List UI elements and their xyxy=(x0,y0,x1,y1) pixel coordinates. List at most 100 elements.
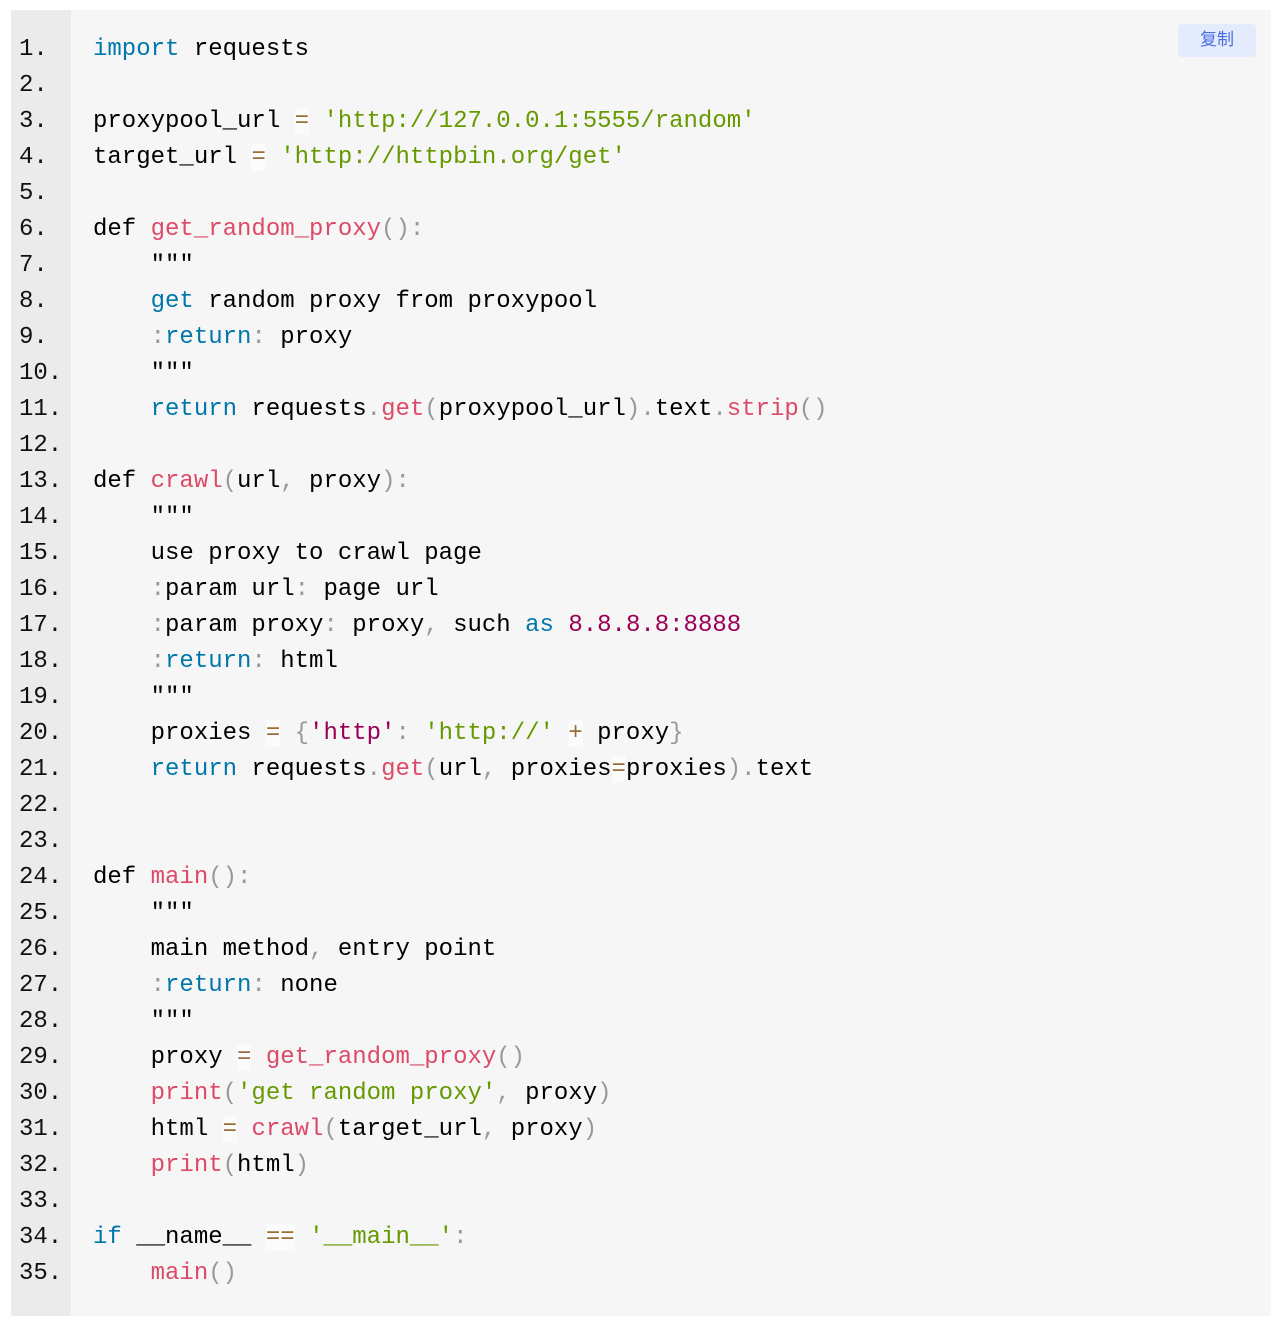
token-punctuation: () xyxy=(381,216,410,243)
code-source: main method, entry point xyxy=(93,932,497,968)
token-code-text xyxy=(309,108,323,135)
token-punctuation: : xyxy=(323,612,338,639)
code-line: 12. xyxy=(11,428,1271,464)
code-source: print(html) xyxy=(93,1148,309,1184)
token-punctuation: ( xyxy=(222,1152,238,1179)
token-function-name: print xyxy=(150,1152,223,1179)
token-code-text xyxy=(93,648,151,675)
line-number: 26. xyxy=(19,936,63,963)
code-line: 6.def get_random_proxy(): xyxy=(11,212,1271,248)
line-number: 27. xyxy=(19,972,63,999)
token-code-text: entry point xyxy=(323,936,497,963)
token-punctuation: ( xyxy=(323,1116,338,1143)
code-line: 1.import requests xyxy=(11,32,1271,68)
token-function-name: get_random_proxy xyxy=(265,1044,497,1071)
copy-button[interactable]: 复制 xyxy=(1178,24,1256,57)
code-line: 35. main() xyxy=(11,1256,1271,1292)
token-code-text: use proxy to crawl page xyxy=(93,540,482,567)
token-punctuation: . xyxy=(640,396,655,423)
token-code-text: requests xyxy=(237,396,367,423)
line-number: 19. xyxy=(19,684,63,711)
line-number: 5. xyxy=(19,180,48,207)
token-punctuation: : xyxy=(237,864,252,891)
token-punctuation: ) xyxy=(381,468,396,495)
token-code-text: proxy xyxy=(93,1044,238,1071)
code-line: 8. get random proxy from proxypool xyxy=(11,284,1271,320)
code-source: return requests.get(url, proxies=proxies… xyxy=(93,752,813,788)
code-line: 2. xyxy=(11,68,1271,104)
code-source: import requests xyxy=(93,32,309,68)
code-line: 17. :param proxy: proxy, such as 8.8.8.8… xyxy=(11,608,1271,644)
token-punctuation: : xyxy=(395,720,410,747)
token-code-text: proxy xyxy=(582,720,670,747)
code-line: 21. return requests.get(url, proxies=pro… xyxy=(11,752,1271,788)
code-line: 11. return requests.get(proxypool_url).t… xyxy=(11,392,1271,428)
token-code-text: proxy xyxy=(294,468,382,495)
code-line: 15. use proxy to crawl page xyxy=(11,536,1271,572)
token-punctuation: : xyxy=(251,648,266,675)
code-line: 16. :param url: page url xyxy=(11,572,1271,608)
token-operator: = xyxy=(265,720,281,747)
code-source: proxy = get_random_proxy() xyxy=(93,1040,525,1076)
token-operator: + xyxy=(568,720,583,747)
token-function-name: main xyxy=(150,1260,209,1287)
token-punctuation: . xyxy=(712,396,727,423)
token-string: '__main__' xyxy=(309,1224,454,1251)
code-source: def get_random_proxy(): xyxy=(93,212,424,248)
token-code-text: html xyxy=(237,1152,295,1179)
token-punctuation: , xyxy=(481,756,497,783)
line-number: 34. xyxy=(19,1224,63,1251)
line-number: 32. xyxy=(19,1152,63,1179)
token-keyword: return xyxy=(150,396,238,423)
code-line: 20. proxies = {'http': 'http://' + proxy… xyxy=(11,716,1271,752)
line-number: 35. xyxy=(19,1260,63,1287)
code-line: 28. """ xyxy=(11,1004,1271,1040)
token-function-name: print xyxy=(150,1080,223,1107)
code-line: 5. xyxy=(11,176,1271,212)
token-function-name: strip xyxy=(726,396,799,423)
code-source: return requests.get(proxypool_url).text.… xyxy=(93,392,828,428)
token-punctuation: : xyxy=(294,576,310,603)
token-punctuation: : xyxy=(150,324,166,351)
token-number: 'http' xyxy=(309,720,396,747)
token-code-text xyxy=(554,720,568,747)
line-number: 28. xyxy=(19,1008,63,1035)
token-code-text: param proxy xyxy=(165,612,324,639)
token-code-text: url xyxy=(438,756,482,783)
code-line: 25. """ xyxy=(11,896,1271,932)
code-line: 30. print('get random proxy', proxy) xyxy=(11,1076,1271,1112)
token-code-text: proxies xyxy=(625,756,727,783)
token-punctuation: ( xyxy=(424,756,439,783)
token-keyword: return xyxy=(165,972,252,999)
token-function-name: crawl xyxy=(150,468,223,495)
code-source: get random proxy from proxypool xyxy=(93,284,597,320)
line-number: 11. xyxy=(19,396,63,423)
line-number: 13. xyxy=(19,468,63,495)
token-string: 'http://httpbin.org/get' xyxy=(280,144,626,171)
token-operator: = xyxy=(237,1044,252,1071)
token-punctuation: , xyxy=(280,468,295,495)
token-punctuation: { xyxy=(294,720,310,747)
token-code-text xyxy=(410,720,424,747)
token-punctuation: : xyxy=(150,612,166,639)
token-code-text: text xyxy=(654,396,713,423)
code-source: use proxy to crawl page xyxy=(93,536,482,572)
token-code-text: proxypool_url xyxy=(438,396,626,423)
line-number: 24. xyxy=(19,864,63,891)
token-code-text: """ xyxy=(93,504,194,531)
token-code-text: __name__ xyxy=(121,1224,266,1251)
token-punctuation: ) xyxy=(582,1116,598,1143)
token-code-text: """ xyxy=(93,1008,194,1035)
token-punctuation: () xyxy=(208,864,238,891)
line-number: 21. xyxy=(19,756,63,783)
token-code-text: text xyxy=(755,756,814,783)
code-line: 3.proxypool_url = 'http://127.0.0.1:5555… xyxy=(11,104,1271,140)
token-string: 'http://' xyxy=(424,720,554,747)
token-code-text: none xyxy=(265,972,338,999)
token-code-text: url xyxy=(237,468,281,495)
token-code-text xyxy=(93,1152,151,1179)
code-line: 7. """ xyxy=(11,248,1271,284)
token-punctuation: ) xyxy=(597,1080,612,1107)
